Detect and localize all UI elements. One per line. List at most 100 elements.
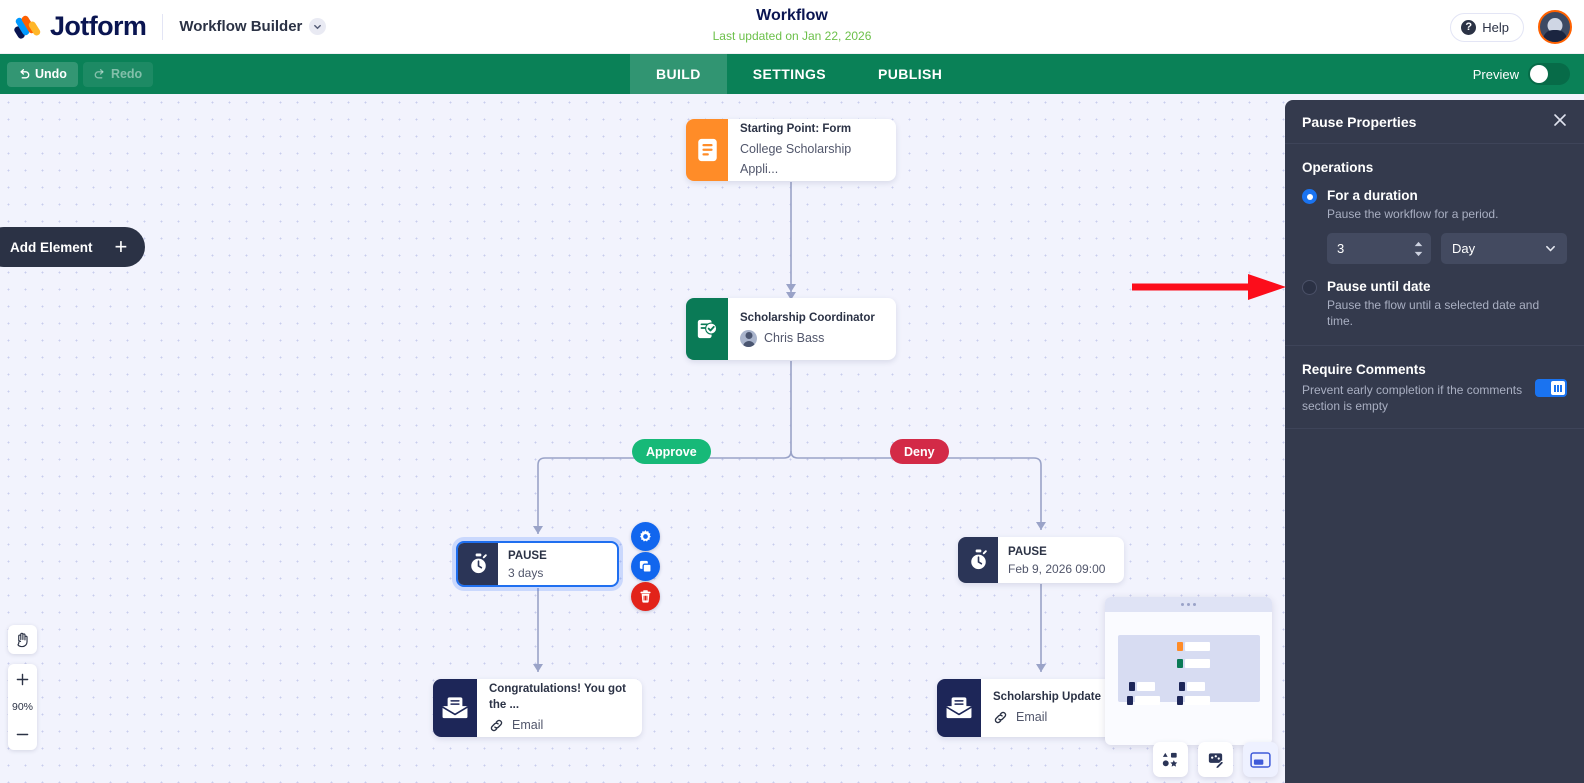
assignee-name: Chris Bass	[764, 331, 825, 345]
minimap-viewport[interactable]	[1118, 635, 1260, 705]
duration-inputs: Day	[1327, 233, 1567, 264]
option-description: Pause the flow until a selected date and…	[1327, 298, 1540, 328]
redo-button[interactable]: Redo	[82, 61, 154, 87]
node-title: PAUSE	[508, 549, 547, 562]
product-label: Workflow Builder	[179, 18, 303, 35]
require-comments-row: Require Comments Prevent early completio…	[1302, 362, 1567, 414]
panel-header: Pause Properties	[1285, 100, 1584, 144]
chevron-down-icon	[1546, 245, 1555, 252]
minimap[interactable]	[1105, 597, 1272, 745]
zoom-out-button[interactable]	[8, 719, 37, 750]
minimap-node	[1177, 696, 1210, 705]
minimap-node	[1179, 682, 1205, 691]
require-comments-section: Require Comments Prevent early completio…	[1285, 346, 1584, 429]
undo-label: Undo	[35, 67, 67, 81]
palette-edit-icon[interactable]	[1198, 742, 1233, 777]
caret-down-icon	[1414, 251, 1423, 256]
header-actions: ? Help	[1450, 0, 1572, 54]
preview-toggle-group[interactable]: Preview	[1473, 54, 1570, 94]
stopwatch-icon	[458, 543, 498, 585]
build-nav-bar: Undo Redo BUILD SETTINGS PUBLISH Preview	[0, 54, 1584, 94]
node-subtitle: Feb 9, 2026 09:00	[1008, 561, 1106, 576]
pan-tool-button[interactable]	[8, 625, 37, 654]
duration-value-field[interactable]	[1327, 233, 1431, 264]
undo-arrow-icon	[20, 69, 30, 79]
for-a-duration-radio[interactable]	[1302, 189, 1317, 204]
avatar-face	[1547, 18, 1563, 33]
close-icon[interactable]	[1553, 113, 1567, 130]
tab-settings[interactable]: SETTINGS	[752, 66, 826, 82]
redo-arrow-icon	[94, 69, 104, 79]
minimap-icon[interactable]	[1243, 742, 1278, 777]
duration-unit-select[interactable]: Day	[1441, 233, 1567, 264]
brand-divider	[162, 13, 164, 40]
branch-label-deny[interactable]: Deny	[890, 439, 949, 464]
node-subtitle: College Scholarship Appli...	[740, 142, 852, 176]
help-button[interactable]: ? Help	[1450, 12, 1524, 42]
help-label: Help	[1482, 19, 1509, 35]
top-header: Jotform Workflow Builder Workflow Last u…	[0, 0, 1584, 54]
duration-stepper[interactable]	[1414, 233, 1423, 264]
email-channel-label: Email	[1016, 710, 1048, 724]
link-icon	[490, 719, 503, 731]
branch-label-approve[interactable]: Approve	[632, 439, 711, 464]
node-text: Scholarship Coordinator Chris Bass	[728, 298, 889, 360]
envelope-icon	[433, 679, 477, 737]
avatar[interactable]	[1538, 10, 1572, 44]
chevron-down-icon[interactable]	[309, 18, 327, 35]
plus-icon: +	[114, 234, 128, 259]
shapes-icon[interactable]	[1153, 742, 1188, 777]
node-text: Scholarship Update Email	[981, 679, 1115, 737]
hand-pan-icon	[17, 632, 28, 648]
option-text: For a duration Pause the workflow for a …	[1327, 187, 1498, 222]
node-subtitle: 3 days	[508, 565, 544, 580]
node-text: PAUSE Feb 9, 2026 09:00	[998, 537, 1115, 583]
minimap-node	[1177, 659, 1210, 668]
node-text: Starting Point: Form College Scholarship…	[728, 119, 896, 181]
product-switcher[interactable]: Workflow Builder	[179, 18, 327, 35]
jotform-logo-icon[interactable]	[14, 13, 42, 41]
node-approver[interactable]: Scholarship Coordinator Chris Bass	[686, 298, 896, 360]
node-starting-point[interactable]: Starting Point: Form College Scholarship…	[686, 119, 896, 181]
minus-icon	[16, 733, 29, 736]
minimap-node	[1129, 682, 1155, 691]
operations-section: Operations For a duration Pause the work…	[1285, 144, 1584, 346]
option-for-a-duration[interactable]: For a duration Pause the workflow for a …	[1302, 187, 1567, 222]
add-element-button[interactable]: Add Element +	[0, 227, 146, 267]
email-channel-label: Email	[512, 718, 544, 732]
gear-icon[interactable]	[631, 522, 660, 551]
section-title-operations: Operations	[1302, 160, 1374, 175]
assignee-avatar	[740, 329, 757, 347]
stopwatch-icon	[958, 537, 998, 583]
connector-edges	[533, 182, 1046, 672]
duration-unit-value: Day	[1452, 241, 1476, 256]
option-label: Pause until date	[1327, 279, 1431, 294]
undo-button[interactable]: Undo	[7, 61, 78, 87]
option-pause-until-date[interactable]: Pause until date Pause the flow until a …	[1302, 278, 1567, 329]
duration-value-input[interactable]	[1327, 241, 1431, 256]
tab-publish[interactable]: PUBLISH	[878, 66, 943, 82]
require-comments-text: Require Comments Prevent early completio…	[1302, 362, 1523, 414]
node-pause-until-date[interactable]: PAUSE Feb 9, 2026 09:00	[958, 537, 1124, 583]
pause-until-date-radio[interactable]	[1302, 280, 1317, 295]
pause-properties-panel: Pause Properties Operations For a durati…	[1285, 100, 1584, 783]
avatar-body	[1543, 30, 1567, 42]
copy-icon[interactable]	[631, 552, 660, 581]
node-title: Scholarship Update	[993, 691, 1101, 703]
require-comments-toggle[interactable]	[1535, 379, 1567, 397]
zoom-level-label: 90%	[11, 701, 33, 713]
minimap-titlebar	[1105, 597, 1272, 612]
preview-toggle[interactable]	[1528, 63, 1570, 85]
node-email-approved[interactable]: Congratulations! You got the ... Email	[433, 679, 642, 737]
trash-icon[interactable]	[631, 582, 660, 611]
node-title: Congratulations! You got the ...	[489, 683, 626, 711]
node-subtitle: Email	[489, 715, 628, 735]
zoom-in-button[interactable]	[8, 664, 37, 695]
minimap-node	[1177, 642, 1210, 651]
option-text: Pause until date Pause the flow until a …	[1327, 278, 1567, 329]
node-subtitle: Chris Bass	[740, 328, 875, 348]
require-comments-description: Prevent early completion if the comments…	[1302, 383, 1523, 413]
node-pause-selected[interactable]: PAUSE 3 days	[456, 541, 619, 587]
tab-build[interactable]: BUILD	[630, 54, 727, 94]
